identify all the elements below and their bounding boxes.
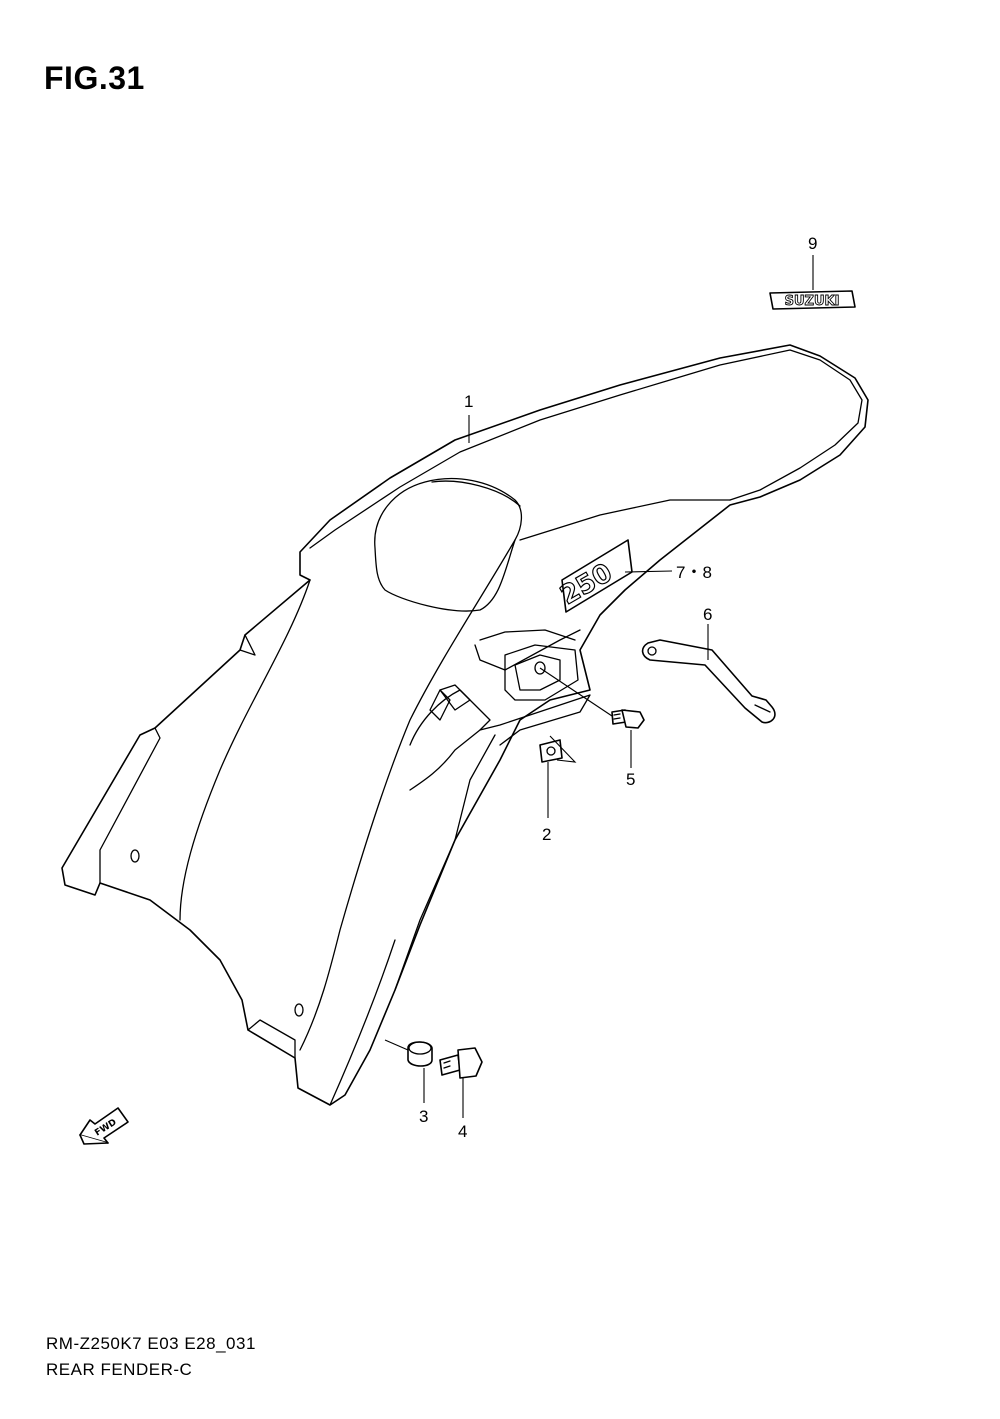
suzuki-emblem-text: SUZUKI (785, 294, 840, 309)
clip-nut-2 (539, 739, 563, 763)
bolt-5 (611, 709, 645, 729)
callout-3: 3 (419, 1107, 428, 1126)
forward-direction-arrow: FWD (79, 1107, 129, 1145)
collar-3 (407, 1041, 433, 1067)
callout-6: 6 (703, 605, 712, 624)
callout-2: 2 (542, 825, 551, 844)
suzuki-emblem: SUZUKI (769, 290, 856, 310)
figure-title: FIG.31 (44, 60, 145, 96)
figure-name: REAR FENDER-C (46, 1360, 193, 1379)
rear-fender (61, 344, 869, 1106)
callout-4: 4 (458, 1122, 467, 1141)
leader-lines (384, 255, 814, 1118)
bolt-4 (439, 1047, 483, 1079)
callout-1: 1 (464, 392, 473, 411)
callout-9: 9 (808, 234, 817, 253)
callout-5: 5 (626, 770, 635, 789)
callout-7-8: 7・8 (676, 563, 712, 582)
model-code: RM-Z250K7 E03 E28_031 (46, 1334, 256, 1353)
callout-numbers: 1 9 7・8 6 5 2 3 4 (419, 234, 817, 1141)
fender-strap (641, 639, 776, 724)
